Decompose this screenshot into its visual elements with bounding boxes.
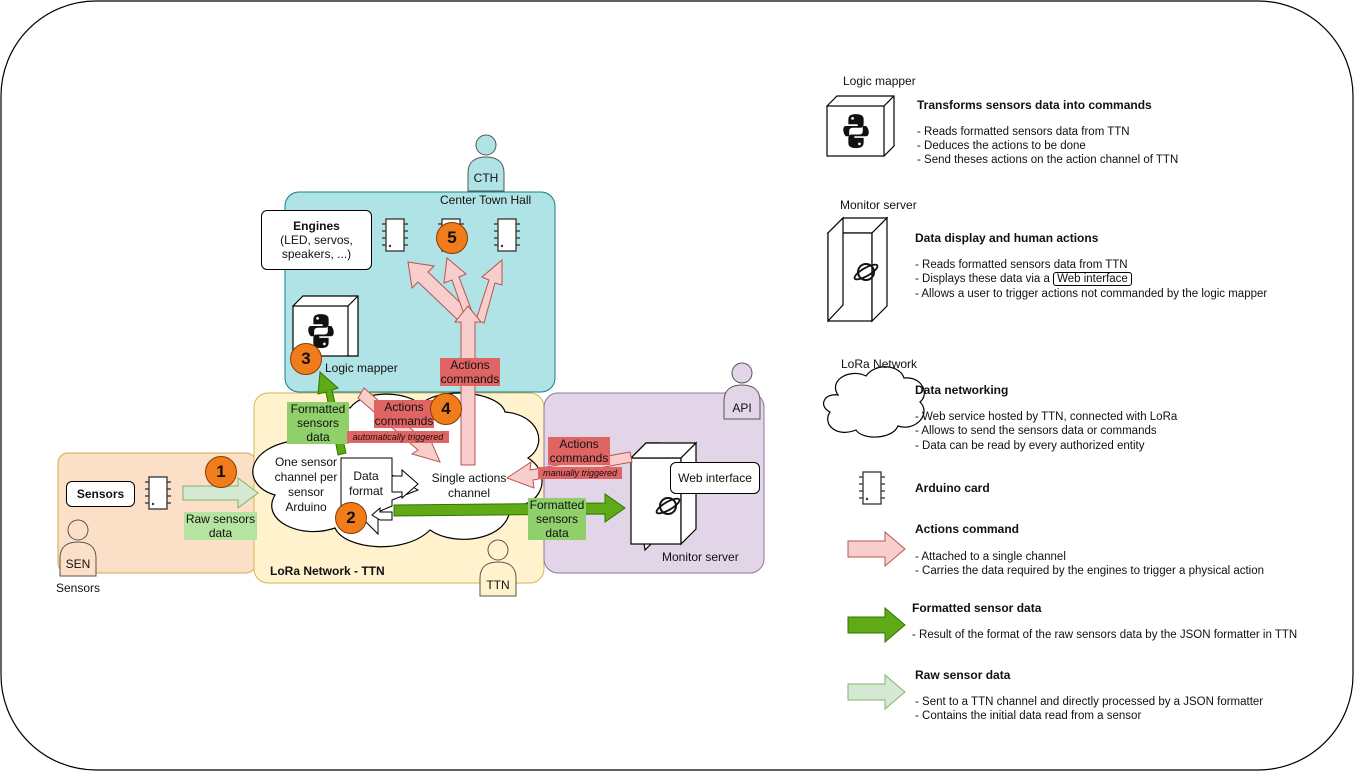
legend-monitor-server-title: Data display and human actions [915,231,1099,245]
actions-manual-label: Actions commands [548,437,610,465]
auto-triggered-note: automatically triggered [347,431,449,443]
ttn-zone-title: LoRa Network - TTN [270,564,385,578]
raw-sensors-label: Raw sensors data [184,512,257,540]
legend-formatted-title: Formatted sensor data [912,601,1042,615]
step-badge-5: 5 [436,222,468,254]
legend-monitor-server-caption: Monitor server [840,198,917,212]
step-badge-1: 1 [205,456,237,488]
legend-lora-cloud-icon [822,366,925,438]
legend-monitor-server-line: - Reads formatted sensors data from TTN [915,259,1128,271]
legend-monitor-server-icon [826,216,889,323]
manual-triggered-note: manually triggered [538,467,622,479]
legend-actions-title: Actions command [915,522,1020,536]
legend-actions-arrow-icon [847,530,906,568]
actions-up-label: Actions commands [440,358,500,386]
sen-actor-label: SEN [65,557,91,571]
legend-lora-title: Data networking [915,383,1009,397]
legend-logic-mapper-line: - Send theses actions on the action chan… [917,154,1179,166]
data-format-in-arrow [371,506,393,521]
legend-lora-caption: LoRa Network [841,357,918,371]
formatted-to-logic-label: Formatted sensors data [287,402,349,444]
legend-logic-mapper-icon [826,95,895,157]
engine-arduino-icon-1 [381,218,409,252]
logic-mapper-label: Logic mapper [325,361,398,375]
legend-formatted-arrow-icon [847,606,906,644]
sensors-caption: Sensors [56,581,101,595]
sensor-channel-label: One sensor channel per sensor Arduino [274,455,338,514]
step-badge-2: 2 [335,502,367,534]
legend-arduino-icon [858,471,886,505]
monitor-server-icon [629,441,698,552]
sensor-arduino-icon [144,476,172,510]
formatted-to-monitor-label: Formatted sensors data [528,498,586,540]
web-interface-box: Web interface [670,462,760,494]
legend-raw-title: Raw sensor data [915,668,1011,682]
cth-actor-label: CTH [473,171,499,185]
legend-logic-mapper-title: Transforms sensors data into commands [917,98,1152,112]
cth-caption: Center Town Hall [440,193,532,207]
engines-subtitle: (LED, servos, speakers, ...) [280,233,353,261]
legend-actions-line: - Carries the data required by the engin… [915,565,1265,577]
engines-title: Engines [293,219,340,233]
step-badge-4: 4 [430,393,462,425]
actions-auto-label: Actions commands [374,400,434,428]
legend-actions-line: - Attached to a single channel [915,551,1066,563]
legend-raw-arrow-icon [847,673,906,711]
legend-lora-line: - Data can be read by every authorized e… [915,440,1145,452]
engine-arduino-icon-3 [493,218,521,252]
legend-raw-line: - Contains the initial data read from a … [915,710,1142,722]
legend-lora-line: - Allows to send the sensors data or com… [915,425,1157,437]
legend-web-interface-box: Web interface [1053,272,1132,286]
raw-sensors-arrow [182,477,259,509]
legend-web-prefix: - Displays these data via a [915,273,1050,285]
sensors-box: Sensors [66,481,135,507]
legend-formatted-line: - Result of the format of the raw sensor… [912,629,1298,641]
step-badge-3: 3 [290,343,322,375]
single-actions-channel-label: Single actions channel [431,471,507,500]
legend-monitor-server-line: - Displays these data via a Web interfac… [915,272,1132,286]
legend-raw-line: - Sent to a TTN channel and directly pro… [915,696,1264,708]
legend-lora-line: - Web service hosted by TTN, connected w… [915,411,1178,423]
legend-monitor-server-line: - Allows a user to trigger actions not c… [915,288,1268,300]
data-format-label: Data format [348,469,383,498]
legend-logic-mapper-line: - Deduces the actions to be done [917,140,1086,152]
legend-logic-mapper-caption: Logic mapper [843,74,916,88]
formatted-to-monitor-arrow [393,493,626,523]
monitor-server-label: Monitor server [662,550,739,564]
legend-logic-mapper-line: - Reads formatted sensors data from TTN [917,126,1130,138]
ttn-actor-label: TTN [486,578,510,592]
engines-box: Engines (LED, servos, speakers, ...) [261,210,372,270]
legend-arduino-title: Arduino card [915,481,990,495]
data-format-out-arrow [391,468,419,500]
api-actor-label: API [732,401,752,415]
